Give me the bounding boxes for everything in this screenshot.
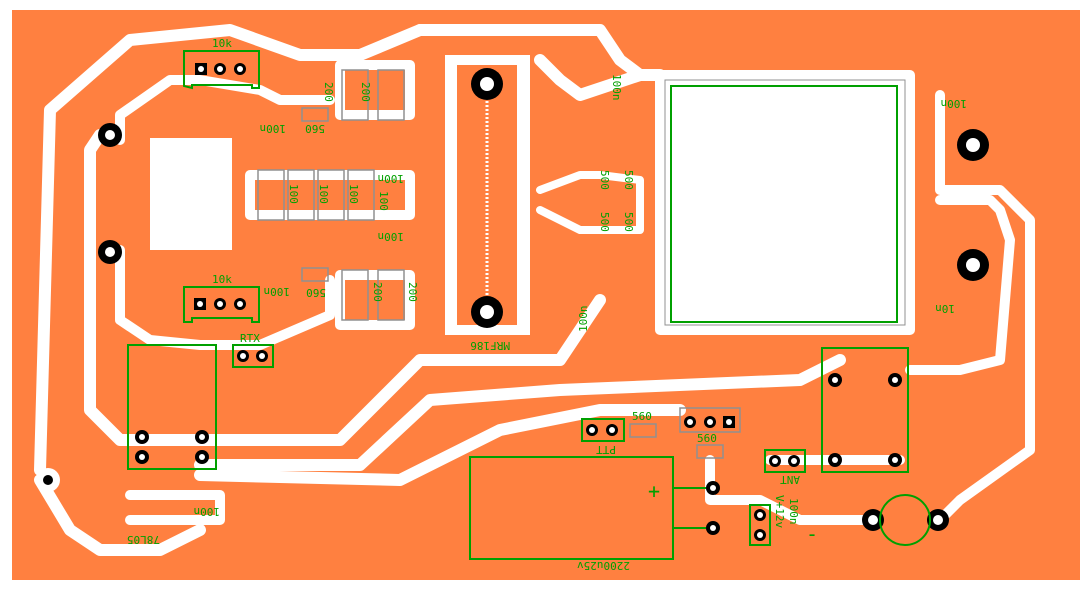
label-trim-top: 10k [212,37,232,50]
label-minus: - [806,522,818,546]
label-c-out-bot: 10n [935,302,955,315]
label-r-top-left: 560 [305,122,325,135]
label-power: V+12v [773,495,786,528]
label-r-relay: 560 [697,432,717,445]
trimmer-bottom [183,286,260,323]
label-r-bot-200b: 200 [406,282,419,302]
label-rtx: RTX [240,332,260,345]
label-c-500a: 500 [598,170,611,190]
label-r-100c: 100 [347,184,360,204]
output-transformer-outline [670,85,898,323]
label-ant: ANT [780,473,800,486]
label-c-reg: 100n [194,505,221,518]
label-electrolytic: 2200u25v [577,559,630,572]
label-reg: 78L05 [127,533,160,546]
label-c-bot-left: 100n [264,285,291,298]
silkscreen-labels: 10k 10k 100n 560 200 200 100 100 100 100… [127,37,967,572]
label-r-100d: 100 [377,191,390,211]
label-plus: + [648,479,660,503]
label-r-bot-left: 560 [306,286,326,299]
label-c-power: 100n [787,498,800,525]
trace-clearances [34,24,1035,556]
label-r-100a: 100 [287,184,300,204]
label-c-500d: 500 [622,212,635,232]
label-r-bot-200a: 200 [371,282,384,302]
label-r-top-200a: 200 [322,82,335,102]
label-c-drain-top: 100n [610,74,623,101]
resistor-outlines [257,69,741,459]
label-c-mid-top: 100n [378,172,405,185]
label-c-drain-bot: 100n [577,306,590,333]
label-c-500c: 500 [598,212,611,232]
label-r-ptt: 560 [632,410,652,423]
label-c-top-left: 100n [260,122,287,135]
label-r-100b: 100 [317,184,330,204]
connectors [127,344,931,560]
heatsink-pad [150,138,232,250]
label-c-500b: 500 [622,170,635,190]
pads [36,68,989,535]
label-c-out-top: 100n [941,97,968,110]
label-c-mid-bot: 100n [378,230,405,243]
label-trim-bottom: 10k [212,273,232,286]
trimmer-top [183,50,260,90]
output-transformer-footprint [664,79,906,326]
label-ptt: PTT [596,443,616,456]
label-r-top-200b: 200 [359,82,372,102]
label-transistor: MRF186 [470,339,510,352]
